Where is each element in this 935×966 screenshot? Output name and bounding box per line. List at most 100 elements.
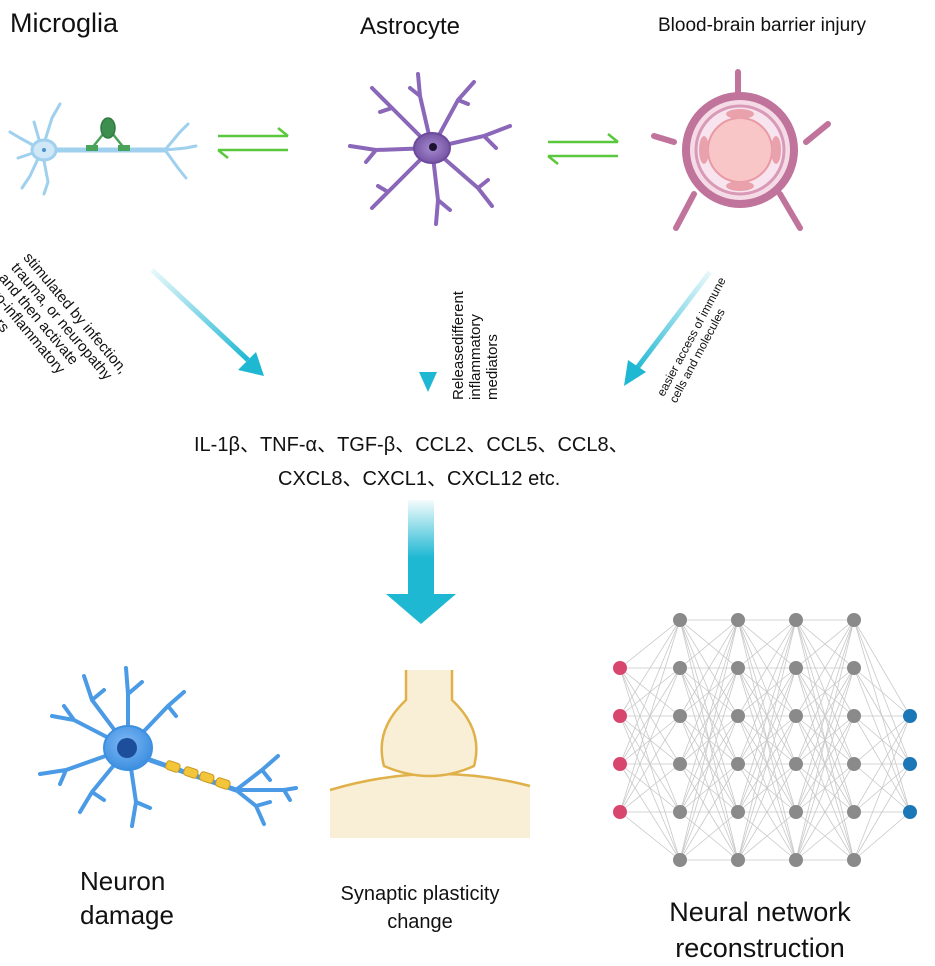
network-edge bbox=[795, 619, 855, 861]
bbb-label: Blood-brain barrier injury bbox=[658, 15, 867, 36]
hidden-node bbox=[731, 757, 745, 771]
neuron-illustration bbox=[38, 666, 298, 828]
hidden-node bbox=[673, 709, 687, 723]
network-edge bbox=[737, 619, 797, 669]
arrow-from-microglia bbox=[150, 268, 264, 376]
blood-vessel-illustration bbox=[651, 69, 831, 231]
network-edge bbox=[679, 715, 739, 861]
input-node bbox=[613, 661, 627, 675]
hidden-node bbox=[847, 805, 861, 819]
network-edge bbox=[795, 619, 855, 717]
network-edge bbox=[795, 763, 855, 861]
input-node bbox=[613, 805, 627, 819]
network-edge bbox=[679, 619, 739, 861]
hidden-node bbox=[731, 661, 745, 675]
network-edge bbox=[737, 763, 797, 861]
equilibrium-arrows-right bbox=[547, 133, 619, 165]
input-node bbox=[613, 709, 627, 723]
astrocyte-label: Astrocyte bbox=[360, 13, 461, 40]
astrocyte-illustration bbox=[348, 72, 512, 226]
hidden-node bbox=[847, 709, 861, 723]
network-edge bbox=[737, 619, 797, 765]
network-edge bbox=[795, 715, 855, 861]
mediators-line-1: IL-1β、TNF-α、TGF-β、CCL2、CCL5、CCL8、 bbox=[194, 434, 629, 456]
hidden-node bbox=[731, 709, 745, 723]
network-edge bbox=[619, 811, 681, 861]
big-down-arrow bbox=[386, 500, 456, 624]
network-edge bbox=[737, 811, 797, 861]
input-node bbox=[613, 757, 627, 771]
neural-network-label: Neural network reconstruction bbox=[620, 894, 900, 966]
network-edge bbox=[853, 715, 911, 765]
network-edge bbox=[679, 667, 739, 861]
synapse-illustration bbox=[329, 664, 531, 838]
hidden-node bbox=[847, 757, 861, 771]
network-line-2: reconstruction bbox=[675, 933, 845, 963]
network-edge bbox=[619, 763, 681, 813]
network-edge bbox=[853, 811, 911, 861]
network-edge bbox=[679, 763, 739, 861]
myelin-segments bbox=[165, 760, 231, 790]
network-edge bbox=[619, 715, 681, 813]
arrow-from-bbb bbox=[624, 270, 712, 386]
middle-text-line-2: inflammatory bbox=[467, 314, 484, 400]
neuron-damage-line-1: Neuron bbox=[80, 866, 166, 896]
output-node bbox=[903, 709, 917, 723]
network-edge bbox=[737, 619, 797, 861]
network-edge bbox=[795, 667, 855, 861]
network-edge bbox=[679, 619, 739, 717]
hidden-node bbox=[789, 853, 803, 867]
hidden-node bbox=[847, 613, 861, 627]
network-edge bbox=[737, 667, 797, 861]
hidden-node bbox=[847, 853, 861, 867]
astrocyte-arrow-text: Releasedifferent inflammatory mediators bbox=[450, 291, 501, 400]
network-edge bbox=[619, 619, 681, 669]
hidden-node bbox=[789, 661, 803, 675]
network-edge bbox=[737, 619, 797, 813]
network-edge bbox=[679, 619, 739, 813]
network-line-1: Neural network bbox=[669, 897, 851, 927]
neuron-damage-line-2: damage bbox=[80, 900, 174, 930]
network-edge bbox=[679, 619, 739, 765]
middle-text-line-1: Releasedifferent bbox=[450, 291, 467, 400]
hidden-node bbox=[673, 661, 687, 675]
network-edge bbox=[619, 619, 681, 765]
network-edge bbox=[795, 619, 855, 765]
neural-network-illustration bbox=[613, 613, 917, 867]
microglia-label: Microglia bbox=[10, 8, 119, 38]
hidden-node bbox=[731, 613, 745, 627]
synaptic-line-1: Synaptic plasticity bbox=[340, 883, 500, 905]
network-edge bbox=[853, 763, 911, 861]
output-node bbox=[903, 757, 917, 771]
hidden-node bbox=[731, 853, 745, 867]
hidden-node bbox=[731, 805, 745, 819]
network-edge bbox=[853, 619, 911, 717]
middle-text-line-3: mediators bbox=[484, 334, 501, 400]
hidden-node bbox=[847, 661, 861, 675]
network-edge bbox=[679, 619, 739, 669]
hidden-node bbox=[789, 709, 803, 723]
network-edge bbox=[795, 619, 855, 669]
mediators-line-2: CXCL8、CXCL1、CXCL12 etc. bbox=[278, 468, 561, 490]
network-edge bbox=[619, 667, 681, 813]
network-edge bbox=[853, 715, 911, 813]
hidden-node bbox=[789, 613, 803, 627]
microglia-illustration bbox=[8, 102, 198, 196]
synaptic-plasticity-label: Synaptic plasticity change bbox=[300, 880, 540, 936]
output-node bbox=[903, 805, 917, 819]
network-edge bbox=[795, 811, 855, 861]
network-edge bbox=[737, 715, 797, 861]
network-edge bbox=[795, 619, 855, 813]
hidden-node bbox=[789, 757, 803, 771]
network-edge bbox=[679, 811, 739, 861]
network-edge bbox=[737, 619, 797, 717]
neuron-damage-label: Neuron damage bbox=[80, 864, 174, 932]
hidden-node bbox=[673, 757, 687, 771]
synaptic-line-2: change bbox=[387, 911, 453, 933]
hidden-node bbox=[789, 805, 803, 819]
arrow-from-astrocyte bbox=[419, 258, 437, 392]
hidden-node bbox=[673, 853, 687, 867]
equilibrium-arrows-left bbox=[217, 127, 289, 159]
network-edge bbox=[853, 715, 911, 861]
